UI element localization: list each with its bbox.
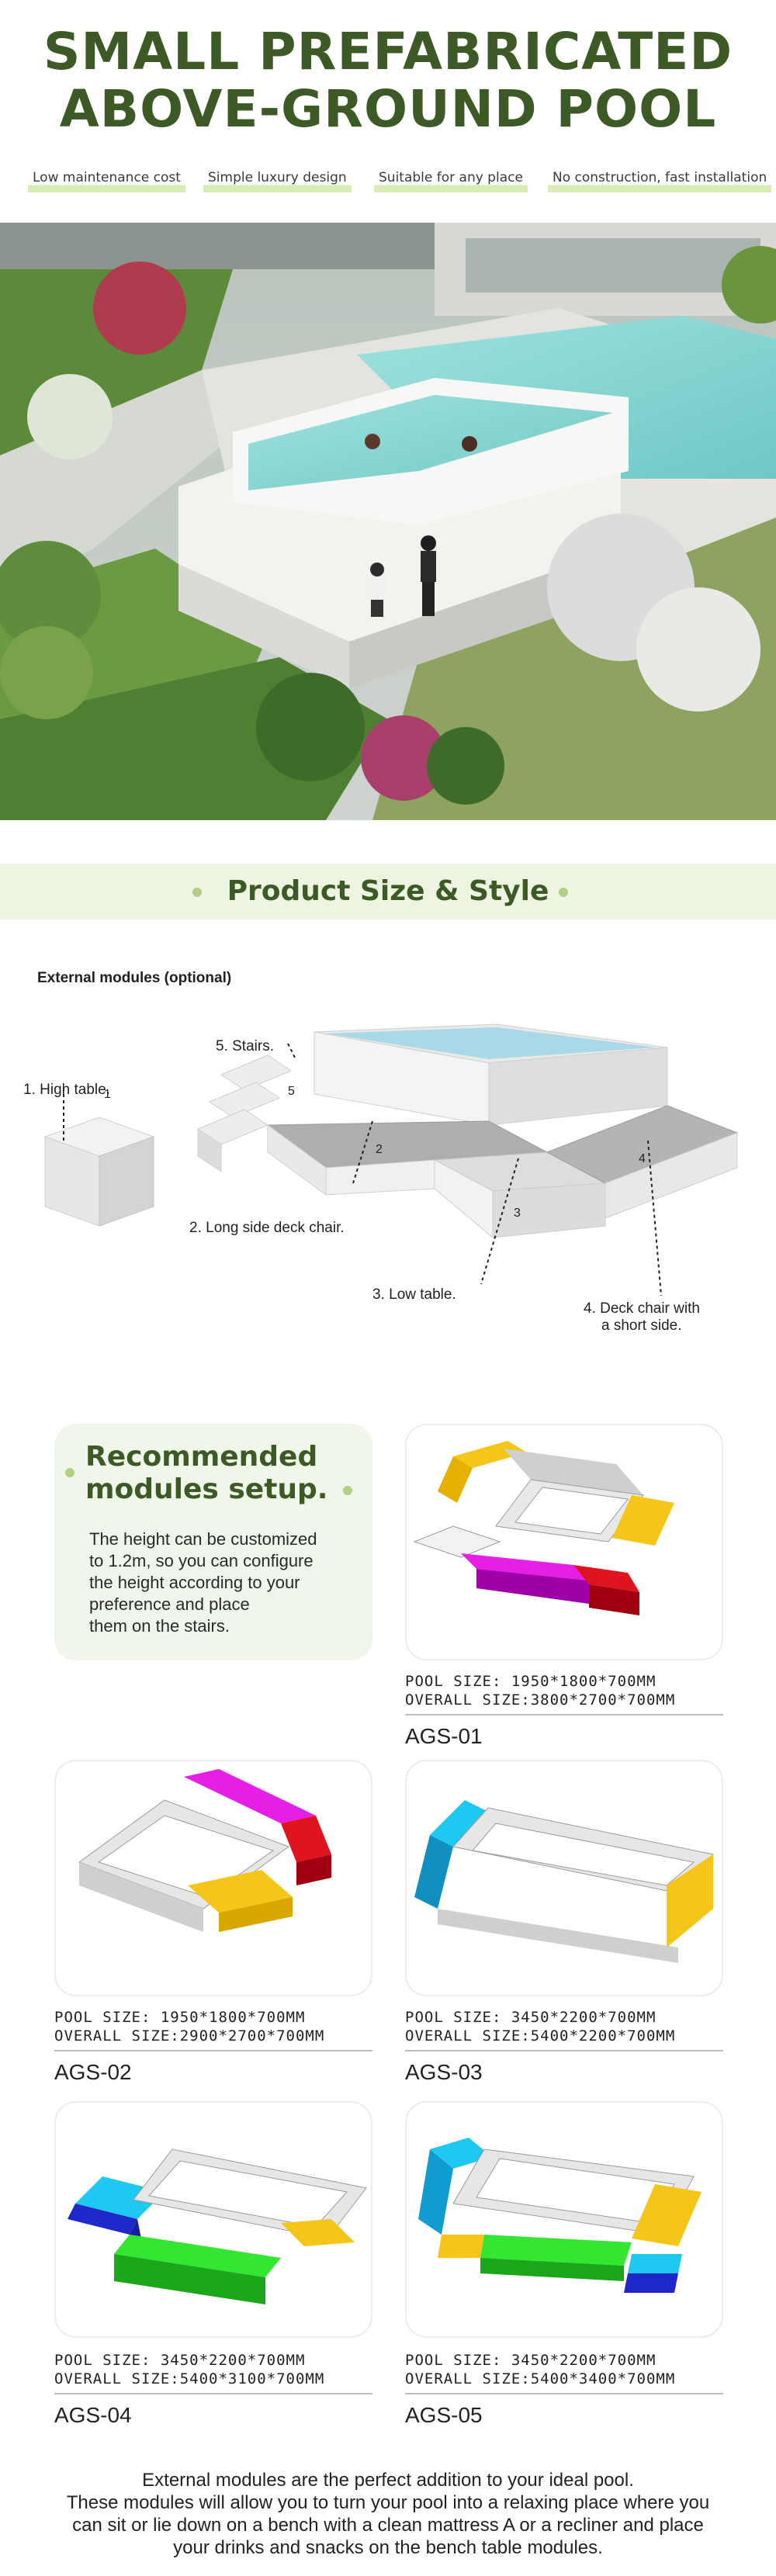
model-thumb-ags-01 (405, 1424, 723, 1660)
divider (54, 2393, 372, 2394)
model-ags-04-code: AGS-04 (54, 2403, 132, 2427)
title-line-2: ABOVE-GROUND POOL (59, 79, 717, 139)
model-thumb-ags-05 (405, 2101, 723, 2338)
ags-03-diagram (414, 1800, 714, 1963)
ags-05-diagram (418, 2138, 702, 2293)
model-thumb-ags-03 (405, 1760, 723, 1996)
footer-line: These modules will allow you to turn you… (66, 2492, 710, 2513)
recommended-text-line: the height according to your (89, 1573, 300, 1592)
divider (54, 2050, 372, 2051)
footer-line: External modules are the perfect additio… (142, 2470, 634, 2491)
feature-low-maintenance: Low maintenance cost (28, 166, 185, 192)
module-number-2: 2 (376, 1143, 383, 1156)
module-number-3: 3 (514, 1207, 521, 1220)
label-stairs: 5. Stairs. (216, 1038, 274, 1054)
label-deck-chair-short-line2: a short side. (601, 1317, 682, 1334)
feature-any-place: Suitable for any place (374, 166, 528, 192)
module-number-1: 1 (104, 1088, 111, 1101)
model-ags-02-code: AGS-02 (54, 2060, 132, 2084)
footer-description: External modules are the perfect additio… (0, 2469, 776, 2559)
label-low-table: 3. Low table. (372, 1286, 456, 1303)
decor-dot-right (343, 1486, 352, 1495)
recommended-title: Recommended modules setup. (85, 1441, 328, 1506)
feature-simple-luxury: Simple luxury design (203, 166, 352, 192)
page-title: SMALL PREFABRICATED ABOVE-GROUND POOL (0, 23, 776, 138)
hero-pool-render (0, 223, 776, 820)
feature-fast-installation: No construction, fast installation (548, 166, 772, 192)
divider (405, 2050, 723, 2051)
ags-01-diagram (413, 1441, 674, 1615)
ags-04-diagram (68, 2148, 367, 2304)
module-number-4: 4 (639, 1152, 646, 1165)
feature-list: Low maintenance cost Simple luxury desig… (0, 166, 776, 192)
recommended-text-line: preference and place (89, 1594, 250, 1614)
model-ags-05-code: AGS-05 (405, 2403, 483, 2427)
model-ags-02-pool-size: POOL SIZE: 1950*1800*700MM (54, 2009, 306, 2026)
label-deck-chair-short-line1: 4. Deck chair with (584, 1300, 700, 1317)
title-line-1: SMALL PREFABRICATED (43, 22, 733, 81)
section-title: Product Size & Style (227, 875, 549, 907)
module-number-5: 5 (288, 1085, 295, 1098)
recommended-title-line2: modules setup. (85, 1473, 328, 1505)
footer-line: can sit or lie down on a bench with a cl… (72, 2515, 704, 2536)
model-ags-05-pool-size: POOL SIZE: 3450*2200*700MM (405, 2352, 656, 2369)
recommended-setup-card: Recommended modules setup. The height ca… (54, 1424, 372, 1660)
recommended-description: The height can be customized to 1.2m, so… (89, 1529, 361, 1637)
divider (405, 2393, 723, 2394)
model-ags-01-pool-size: POOL SIZE: 1950*1800*700MM (405, 1673, 656, 1690)
model-ags-01-overall-size: OVERALL SIZE:3800*2700*700MM (405, 1691, 676, 1709)
section-header-band: Product Size & Style (0, 864, 776, 919)
model-ags-03-overall-size: OVERALL SIZE:5400*2200*700MM (405, 2027, 676, 2045)
model-ags-02-overall-size: OVERALL SIZE:2900*2700*700MM (54, 2027, 325, 2045)
ags-02-diagram (78, 1769, 331, 1932)
external-modules-title: External modules (optional) (37, 970, 232, 986)
model-ags-01-code: AGS-01 (405, 1724, 483, 1748)
decor-dot-right (559, 888, 568, 897)
recommended-text-line: The height can be customized (89, 1529, 317, 1549)
model-ags-04-pool-size: POOL SIZE: 3450*2200*700MM (54, 2352, 306, 2369)
recommended-title-line1: Recommended (85, 1441, 318, 1473)
modules-illustration (43, 1023, 739, 1297)
recommended-text-line: them on the stairs. (89, 1616, 230, 1636)
decor-dot-left (65, 1468, 74, 1477)
model-ags-04-overall-size: OVERALL SIZE:5400*3100*700MM (54, 2370, 325, 2387)
model-ags-05-overall-size: OVERALL SIZE:5400*3400*700MM (405, 2370, 676, 2387)
external-modules-diagram: 1 2 3 4 5 (0, 1016, 776, 1350)
model-ags-03-code: AGS-03 (405, 2060, 483, 2084)
decor-dot-left (192, 888, 202, 897)
pool-render-illustration (0, 223, 776, 820)
recommended-text-line: to 1.2m, so you can configure (89, 1551, 314, 1570)
footer-line: your drinks and snacks on the bench tabl… (173, 2537, 603, 2558)
model-thumb-ags-04 (54, 2101, 372, 2338)
label-high-table: 1. High table. (23, 1082, 110, 1098)
divider (405, 1714, 723, 1716)
model-thumb-ags-02 (54, 1760, 372, 1996)
model-ags-03-pool-size: POOL SIZE: 3450*2200*700MM (405, 2009, 656, 2026)
label-long-side-deck-chair: 2. Long side deck chair. (189, 1220, 345, 1236)
